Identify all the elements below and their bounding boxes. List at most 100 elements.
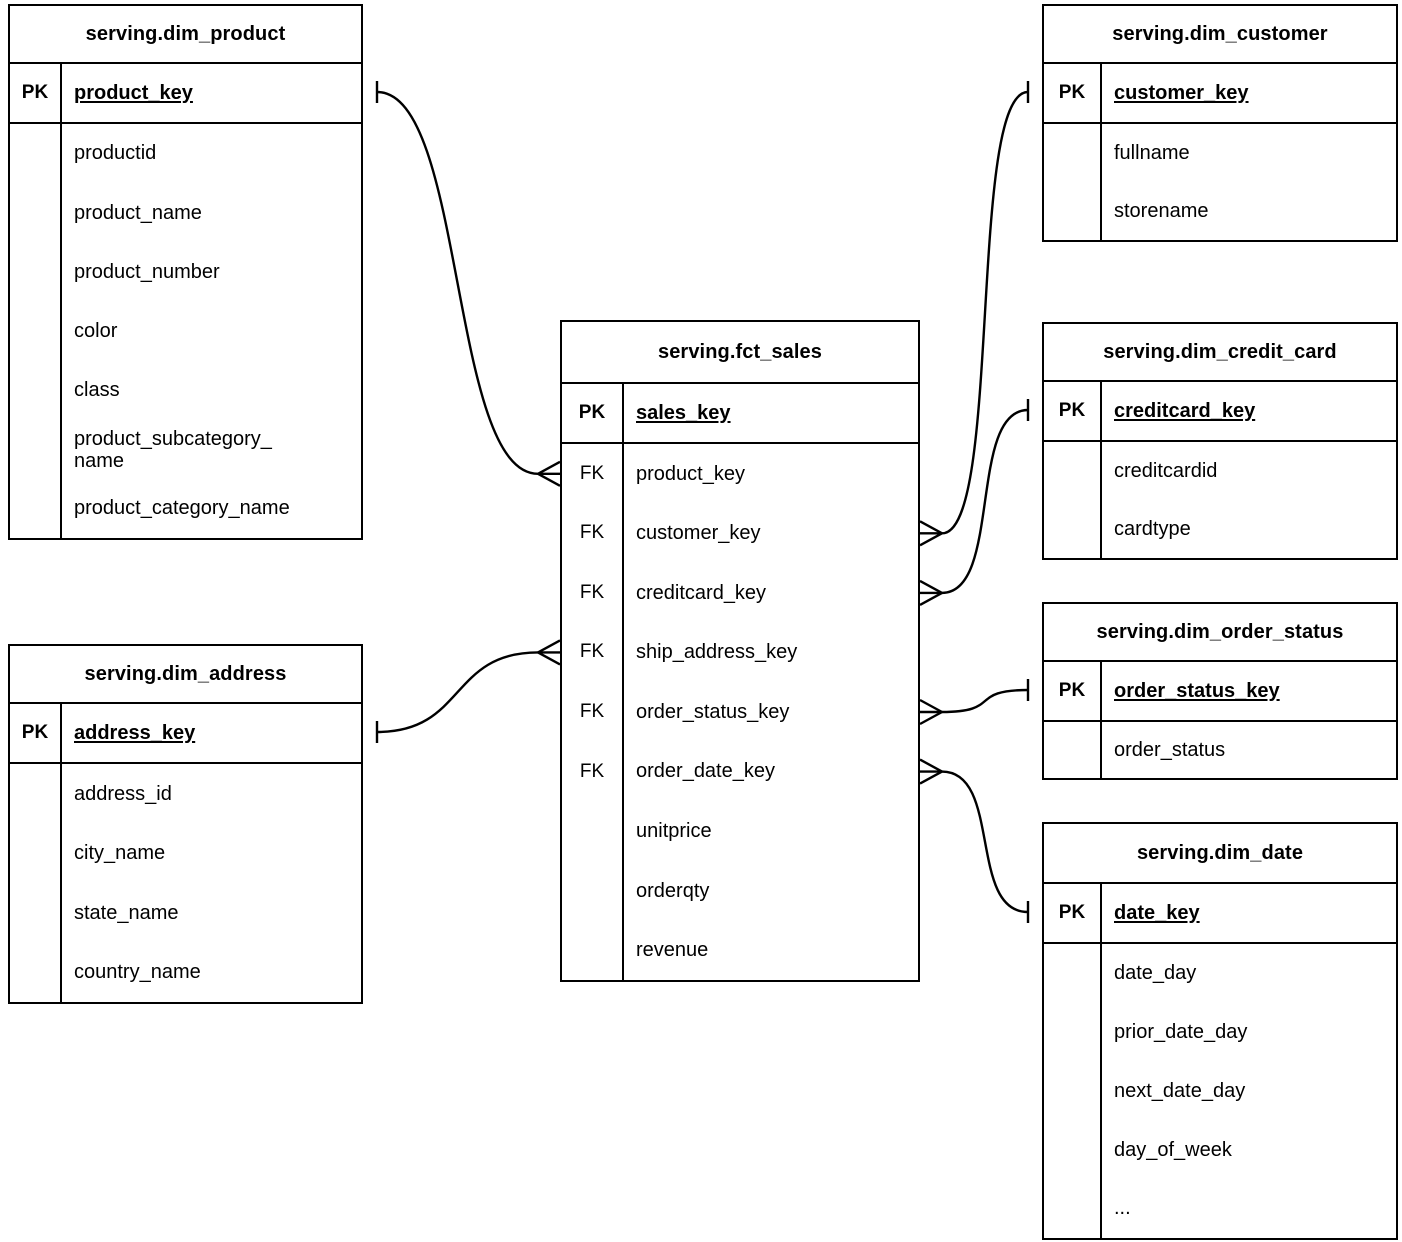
attribute-name: order_date_key	[636, 760, 775, 783]
attribute-row[interactable]: day_of_week	[1044, 1120, 1396, 1180]
attribute-row[interactable]: product_subcategory_name	[10, 419, 361, 479]
attribute-row[interactable]: product_name	[10, 183, 361, 243]
key-spacer	[10, 301, 62, 361]
key-spacer	[1044, 1179, 1102, 1238]
key-spacer	[562, 920, 624, 981]
attribute-row[interactable]: storename	[1044, 182, 1396, 240]
key-spacer	[1044, 722, 1102, 778]
attribute-row[interactable]: date_day	[1044, 944, 1396, 1003]
attribute-name: product_category_name	[74, 497, 290, 520]
attribute-row[interactable]: ...	[1044, 1179, 1396, 1238]
attribute-row[interactable]: country_name	[10, 942, 361, 1002]
pk-field-dim_customer: customer_key	[1114, 81, 1249, 104]
attribute-name: product_subcategory_name	[74, 427, 272, 473]
fk-badge: FK	[562, 503, 624, 564]
attribute-name: ship_address_key	[636, 641, 798, 664]
many-cardinality-prong	[537, 639, 561, 654]
pk-field-dim_product: product_key	[74, 81, 193, 104]
many-cardinality-prong	[919, 532, 943, 547]
attribute-name: fullname	[1114, 141, 1190, 164]
attribute-row[interactable]: revenue	[562, 920, 918, 981]
many-cardinality-prong	[537, 651, 561, 666]
attribute-row[interactable]: cardtype	[1044, 500, 1396, 558]
attribute-name: city_name	[74, 842, 166, 865]
attribute-name: order_status_key	[636, 700, 790, 723]
key-spacer	[10, 478, 62, 538]
key-spacer	[1044, 500, 1102, 558]
key-spacer	[10, 942, 62, 1002]
attribute-name: prior_date_day	[1114, 1021, 1248, 1043]
relationship-curve	[941, 688, 1029, 714]
many-cardinality-prong	[919, 770, 943, 785]
attribute-name: customer_key	[636, 522, 761, 545]
attribute-list-dim_address: address_id city_name state_name country_nam…	[10, 762, 361, 1002]
attribute-row[interactable]: creditcardid	[1044, 442, 1396, 500]
attribute-row[interactable]: prior_date_day	[1044, 1002, 1396, 1062]
attribute-name: country_name	[74, 961, 201, 984]
attribute-name: orderqty	[636, 879, 710, 902]
relationship-creditcard-to-sales	[919, 399, 1030, 606]
attribute-row[interactable]: city_name	[10, 823, 361, 883]
attribute-row[interactable]: product_category_name	[10, 478, 361, 538]
relationship-curve	[941, 408, 1029, 595]
fk-badge: FK	[562, 444, 624, 504]
pk-badge-dim_date: PK	[1044, 884, 1102, 942]
attribute-row[interactable]: color	[10, 301, 361, 361]
attribute-row[interactable]: class	[10, 360, 361, 420]
pk-field-dim_address: address_key	[74, 721, 196, 744]
attribute-name: productid	[74, 142, 157, 165]
attribute-row[interactable]: FK customer_key	[562, 503, 918, 564]
attribute-row[interactable]: next_date_day	[1044, 1061, 1396, 1121]
many-cardinality-prong	[919, 710, 943, 726]
attribute-name: unitprice	[636, 819, 712, 842]
attribute-row[interactable]: unitprice	[562, 801, 918, 861]
pk-field-dim_order_status: order_status_key	[1114, 679, 1280, 702]
entity-title-dim_address: serving.dim_address	[84, 662, 287, 685]
attribute-row[interactable]: product_number	[10, 242, 361, 302]
key-spacer	[1044, 1120, 1102, 1180]
many-cardinality-prong	[537, 460, 561, 475]
pk-badge-dim_address: PK	[10, 704, 62, 762]
attribute-row[interactable]: fullname	[1044, 124, 1396, 182]
key-spacer	[1044, 442, 1102, 500]
relationship-curve	[376, 651, 539, 734]
entity-title-dim_date: serving.dim_date	[1136, 841, 1304, 864]
many-cardinality-prong	[919, 758, 943, 773]
key-spacer	[1044, 944, 1102, 1003]
attribute-row[interactable]: order_status	[1044, 722, 1396, 778]
many-cardinality-prong	[919, 591, 943, 606]
attribute-row[interactable]: state_name	[10, 883, 361, 943]
attribute-name: ...	[1114, 1197, 1131, 1220]
attribute-row[interactable]: address_id	[10, 764, 361, 824]
key-spacer	[1044, 1061, 1102, 1121]
relationship-address-to-sales	[375, 639, 561, 743]
pk-row-dim_address[interactable]: PK address_key	[10, 702, 361, 762]
key-spacer	[1044, 1002, 1102, 1062]
relationship-customer-to-sales	[919, 81, 1030, 547]
key-spacer	[10, 764, 62, 824]
key-spacer	[1044, 182, 1102, 240]
attribute-row[interactable]: orderqty	[562, 860, 918, 921]
attribute-row[interactable]: productid	[10, 124, 361, 184]
key-spacer	[562, 860, 624, 921]
